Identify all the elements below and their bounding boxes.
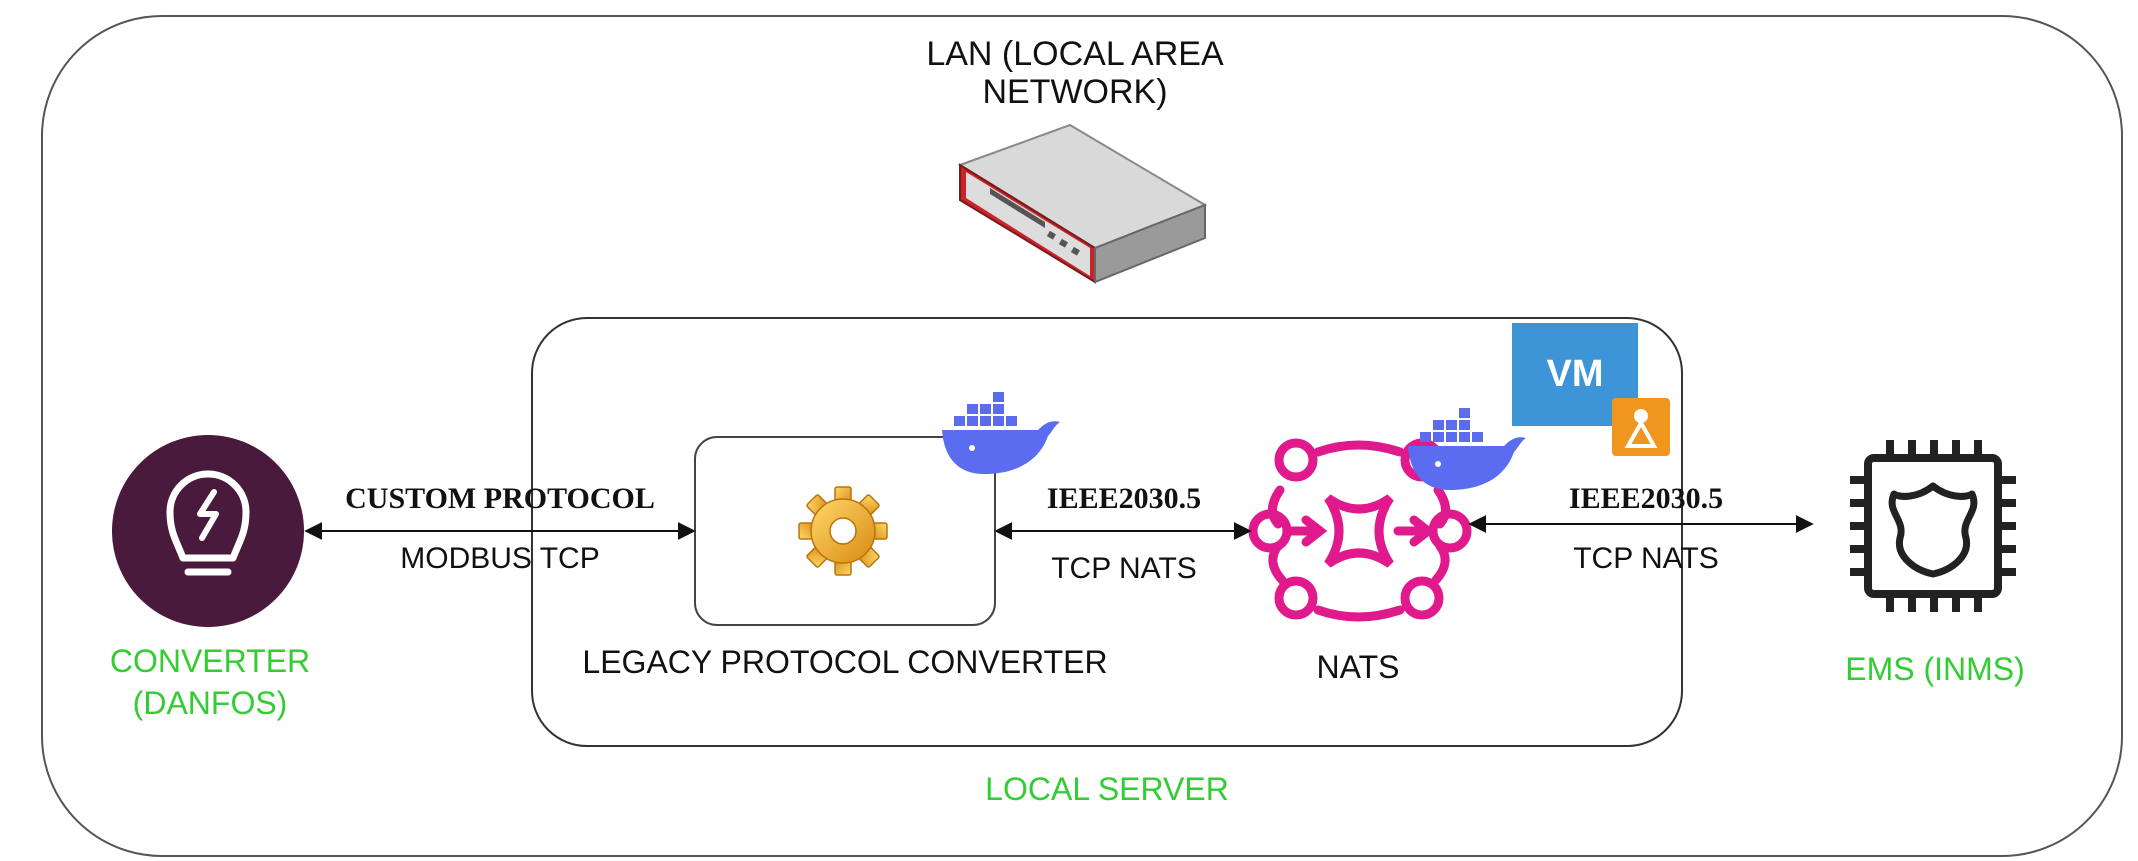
chip-shield-icon [1850, 440, 2016, 612]
nats-label: NATS [1317, 649, 1400, 685]
link-nats-ems-top-label: IEEE2030.5 [1569, 482, 1723, 515]
link-converter-legacy-bottom-label: MODBUS TCP [400, 542, 599, 575]
link-nats-ems-bottom-label: TCP NATS [1573, 542, 1719, 575]
docker-whale-icon [942, 392, 1060, 474]
converter-label-line1: CONVERTER [110, 643, 310, 679]
lan-title-line2: NETWORK) [982, 73, 1167, 111]
lightbulb-icon [112, 435, 304, 627]
docker-whale-icon [1408, 408, 1526, 490]
link-converter-legacy-top-label: CUSTOM PROTOCOL [345, 482, 655, 515]
legacy-converter-label: LEGACY PROTOCOL CONVERTER [582, 644, 1107, 680]
link-legacy-nats-top-label: IEEE2030.5 [1047, 482, 1201, 515]
local-server-label: LOCAL SERVER [985, 771, 1229, 807]
gear-icon [798, 486, 888, 576]
linux-tux-icon [1612, 398, 1670, 456]
lan-boundary [41, 15, 2123, 857]
converter-label-line2: (DANFOS) [133, 685, 288, 721]
ems-label: EMS (INMS) [1845, 651, 2025, 687]
network-switch-icon [957, 123, 1208, 284]
lan-title-line1: LAN (LOCAL AREA [926, 35, 1224, 73]
nats-logo-icon [1248, 438, 1472, 622]
vm-badge-label: VM [1547, 353, 1604, 395]
link-legacy-nats-bottom-label: TCP NATS [1051, 552, 1197, 585]
